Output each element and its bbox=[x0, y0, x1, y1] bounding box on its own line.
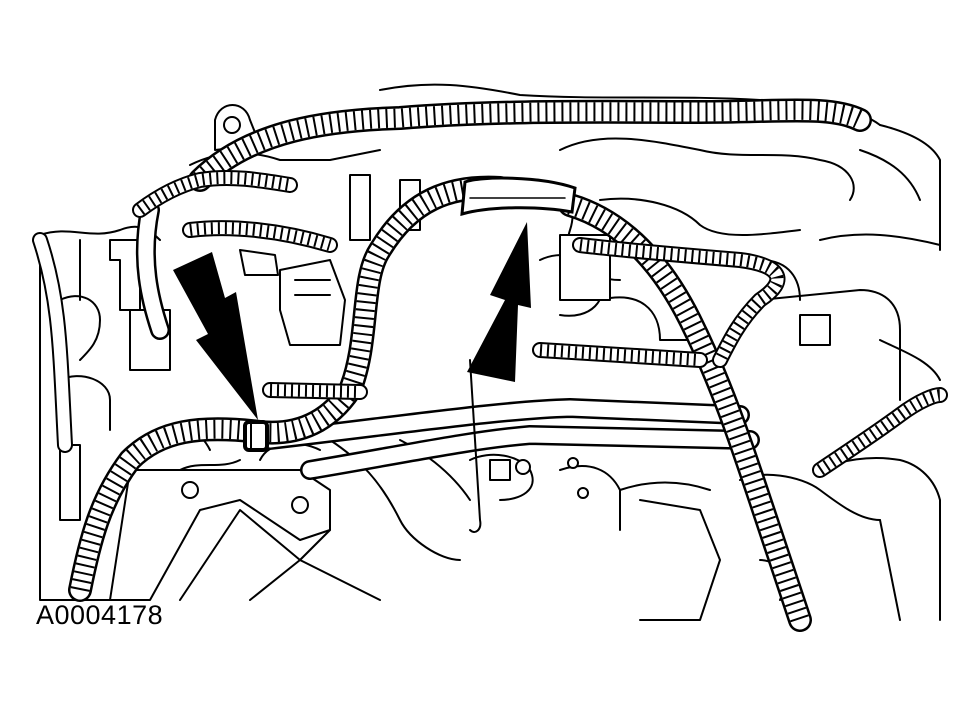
down-arrow-icon bbox=[173, 252, 258, 420]
electrical-connector bbox=[279, 259, 346, 346]
hoses bbox=[135, 200, 760, 533]
bolt-icon bbox=[291, 496, 309, 514]
bolt-icon bbox=[181, 481, 199, 499]
mount-plate bbox=[109, 469, 381, 601]
indicator-arrows bbox=[173, 222, 531, 420]
up-arrow-icon bbox=[467, 222, 531, 382]
upper-retainer-clip bbox=[460, 176, 577, 217]
figure-id-label: A0004178 bbox=[36, 600, 164, 630]
harness-retainers bbox=[243, 176, 577, 452]
lower-retainer-clip bbox=[243, 420, 269, 452]
sensor-connector bbox=[799, 314, 831, 346]
wiring-harness bbox=[32, 98, 948, 632]
